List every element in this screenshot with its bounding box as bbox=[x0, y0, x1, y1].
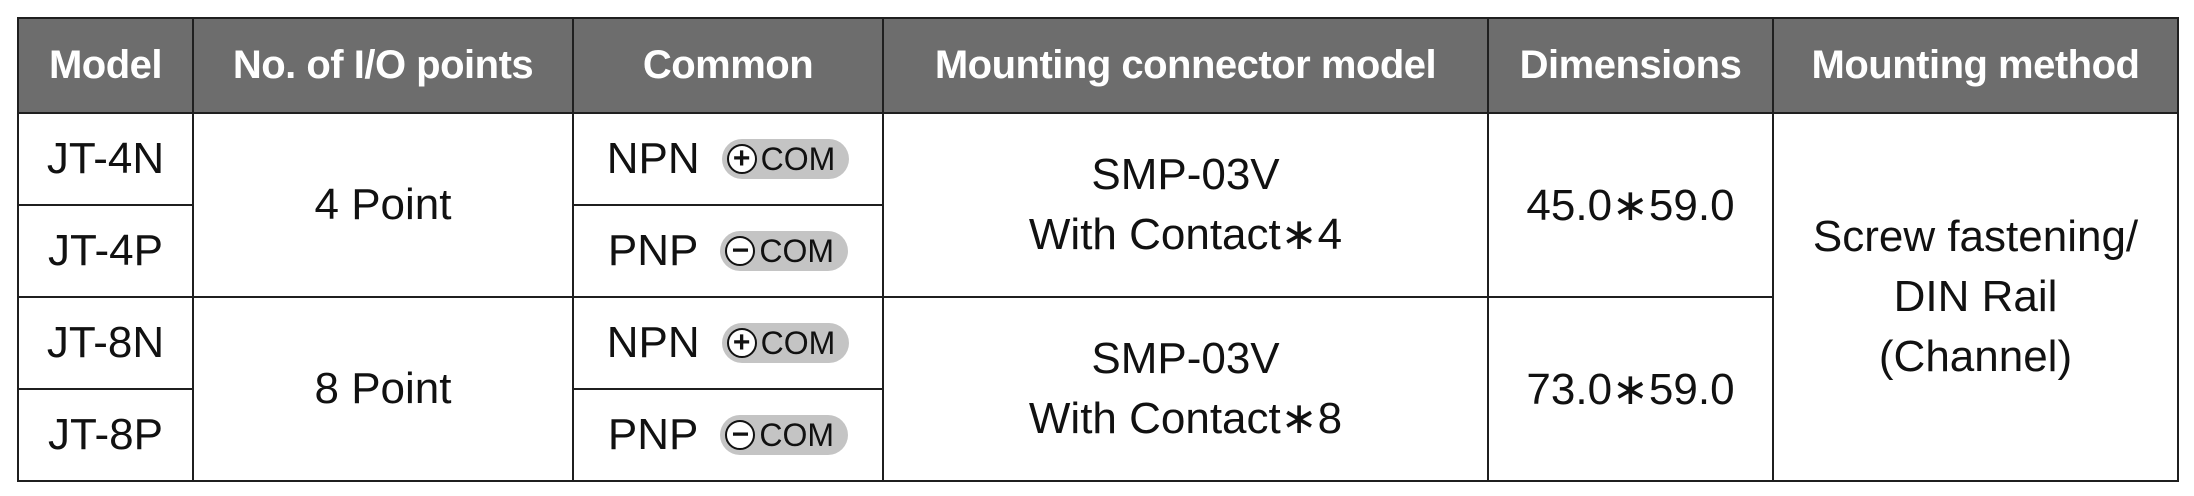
connector-model-line1: SMP-03V bbox=[1091, 334, 1280, 383]
model-cell: JT-4N bbox=[17, 112, 194, 206]
mounting-method-line1: Screw fastening/ bbox=[1812, 212, 2139, 261]
common-cell: PNP − COM bbox=[572, 388, 884, 482]
table-row: JT-4N 4 Point NPN + COM SMP-03V With Con… bbox=[17, 112, 2179, 482]
com-label: COM bbox=[760, 140, 836, 177]
mounting-method-cell: Screw fastening/ DIN Rail (Channel) bbox=[1772, 112, 2179, 482]
common-cell: PNP − COM bbox=[572, 204, 884, 298]
plus-circle-icon: + bbox=[726, 144, 757, 174]
header-common: Common bbox=[572, 17, 884, 114]
model-cell: JT-8P bbox=[17, 388, 194, 482]
common-cell: NPN + COM bbox=[572, 296, 884, 390]
table-row: JT-8N 8 Point NPN + COM SMP-03V With Con… bbox=[17, 296, 2178, 482]
mounting-method-line3: (Channel) bbox=[1878, 332, 2073, 381]
model-cell: JT-4P bbox=[17, 204, 194, 298]
common-type: PNP bbox=[607, 226, 699, 275]
io-points-cell: 8 Point bbox=[192, 296, 574, 482]
com-label: COM bbox=[759, 416, 835, 453]
header-dimensions: Dimensions bbox=[1487, 17, 1774, 114]
common-type: NPN bbox=[606, 318, 700, 367]
model-cell: JT-8N bbox=[17, 296, 194, 390]
header-mounting-method: Mounting method bbox=[1772, 17, 2179, 114]
connector-model-line2: With Contact∗8 bbox=[1028, 394, 1343, 443]
connector-model-cell: SMP-03V With Contact∗4 bbox=[882, 112, 1489, 298]
header-row: Model No. of I/O points Common Mounting … bbox=[17, 17, 2179, 114]
dimensions-cell: 45.0∗59.0 bbox=[1487, 112, 1774, 298]
connector-model-cell: SMP-03V With Contact∗8 bbox=[882, 296, 1489, 482]
connector-model-line1: SMP-03V bbox=[1091, 150, 1280, 199]
product-spec-table: Model No. of I/O points Common Mounting … bbox=[17, 17, 2179, 482]
common-type: NPN bbox=[606, 134, 700, 183]
com-badge: − COM bbox=[720, 231, 849, 271]
minus-circle-icon: − bbox=[725, 236, 756, 266]
io-points-cell: 4 Point bbox=[192, 112, 574, 298]
plus-circle-icon: + bbox=[726, 328, 757, 358]
table-row: JT-8P PNP − COM bbox=[17, 388, 2178, 482]
com-badge: + COM bbox=[721, 139, 850, 179]
minus-circle-icon: − bbox=[725, 420, 756, 450]
common-cell: NPN + COM bbox=[572, 112, 884, 206]
table-row: JT-4P PNP − COM bbox=[17, 204, 2178, 298]
header-model: Model bbox=[17, 17, 194, 114]
header-connector-model: Mounting connector model bbox=[882, 17, 1489, 114]
connector-model-line2: With Contact∗4 bbox=[1028, 210, 1343, 259]
header-io-points: No. of I/O points bbox=[192, 17, 574, 114]
dimensions-cell: 73.0∗59.0 bbox=[1487, 296, 1774, 482]
com-label: COM bbox=[760, 324, 836, 361]
com-label: COM bbox=[759, 232, 835, 269]
com-badge: − COM bbox=[720, 415, 849, 455]
com-badge: + COM bbox=[721, 323, 850, 363]
mounting-method-line2: DIN Rail bbox=[1893, 272, 2058, 321]
common-type: PNP bbox=[607, 410, 699, 459]
